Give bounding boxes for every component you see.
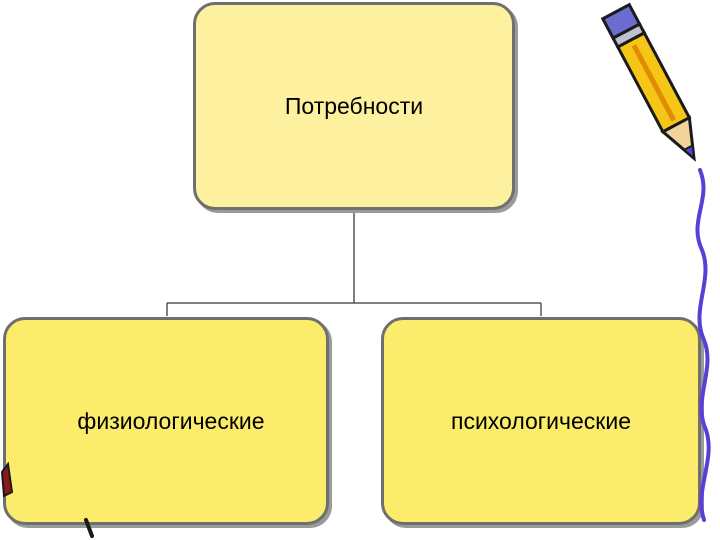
squiggle-decoration: [695, 168, 711, 522]
child-node-physiological: физиологические: [3, 317, 329, 525]
root-node: Потребности: [193, 2, 515, 210]
child-node-label: физиологические: [77, 407, 265, 434]
child-node-label: психологические: [450, 407, 631, 434]
left-decoration: [0, 462, 94, 538]
root-node-label: Потребности: [284, 92, 424, 119]
child-node-psychological: психологические: [381, 317, 701, 525]
pencil-icon: [600, 2, 696, 162]
